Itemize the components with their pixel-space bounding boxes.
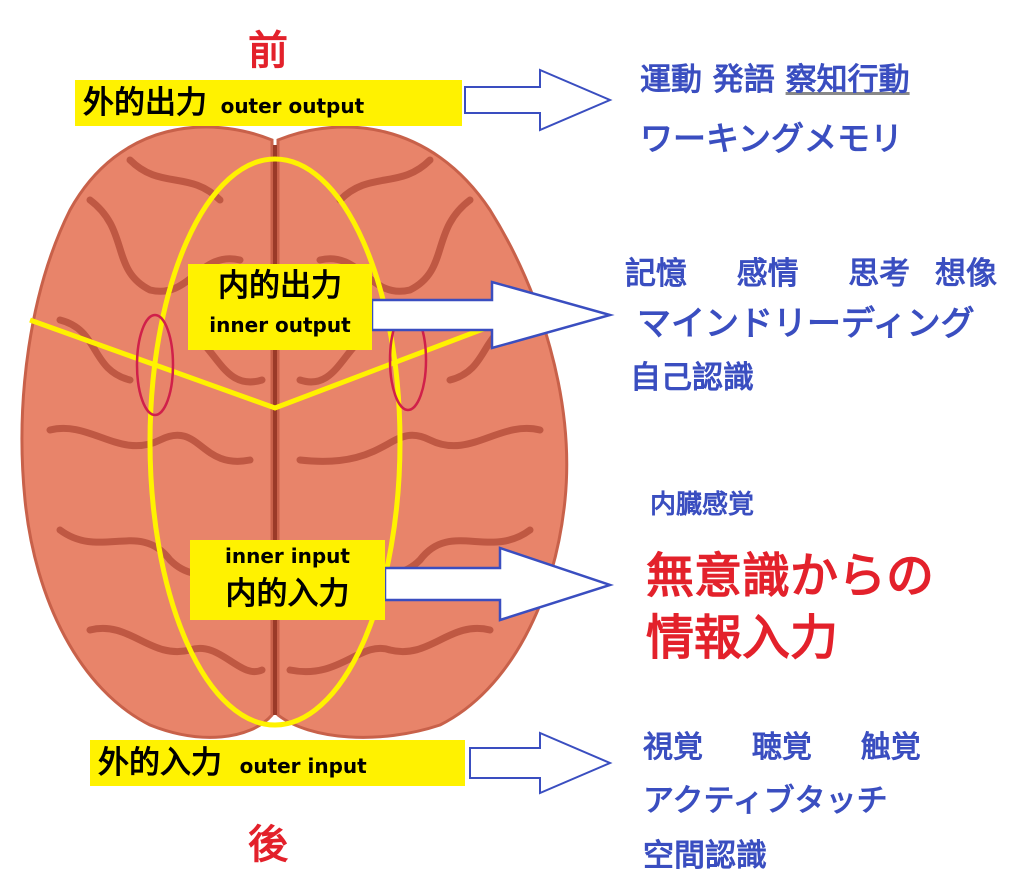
outer-output-line1: 運動 発語 察知行動: [640, 54, 910, 99]
outer-input-jp: 外的入力: [98, 745, 222, 781]
yellow-ellipse: [147, 156, 403, 728]
inner-input-jp: 内的入力: [225, 576, 350, 612]
item: 察知行動: [785, 62, 910, 98]
outer-output-label: 外的出力 outer output: [75, 80, 462, 126]
inner-input-big2: 情報入力: [646, 610, 839, 666]
item: 発語: [712, 62, 775, 98]
inner-output-label: 内的出力 inner output: [188, 264, 372, 350]
inner-output-en: inner output: [209, 313, 351, 337]
outer-input-line3: 空間認識: [643, 838, 767, 874]
arrow-outer-input: [469, 731, 613, 795]
outer-output-jp: 外的出力: [83, 85, 207, 121]
outer-input-en: outer input: [239, 754, 367, 778]
yellow-divider-line: [29, 315, 513, 411]
outer-input-label: 外的入力 outer input: [90, 740, 465, 786]
outer-input-line2: アクティブタッチ: [643, 783, 888, 819]
outer-input-line1: 視覚 聴覚 触覚: [643, 722, 921, 766]
item: 記憶: [625, 256, 687, 292]
inner-input-en: inner input: [225, 544, 350, 568]
brain-image: [20, 125, 569, 739]
arrow-inner-input: [383, 546, 615, 622]
inner-input-big1: 無意識からの: [646, 548, 935, 604]
item: 思考: [848, 256, 911, 292]
inner-input-label: inner input 内的入力: [190, 540, 385, 620]
inner-output-jp: 内的出力: [218, 268, 342, 304]
item: 運動: [640, 62, 702, 98]
arrow-inner-output: [370, 280, 615, 350]
inner-input-small: 内臓感覚: [650, 490, 755, 520]
back-label: 後: [248, 822, 288, 868]
arrow-outer-output: [464, 68, 613, 132]
inner-output-line2: マインドリーディング: [637, 304, 975, 344]
item: 視覚: [643, 730, 703, 765]
item: 想像: [934, 256, 997, 292]
item: 聴覚: [751, 730, 812, 765]
item: 触覚: [860, 730, 921, 765]
item: 感情: [736, 256, 799, 292]
outer-output-en: outer output: [220, 94, 365, 118]
front-label: 前: [248, 28, 288, 74]
outer-output-line2: ワーキングメモリ: [640, 119, 904, 158]
inner-output-line3: 自己認識: [630, 360, 754, 396]
inner-output-line1: 記憶 感情 思考 想像: [625, 248, 997, 293]
red-ellipse-left: [135, 313, 175, 417]
